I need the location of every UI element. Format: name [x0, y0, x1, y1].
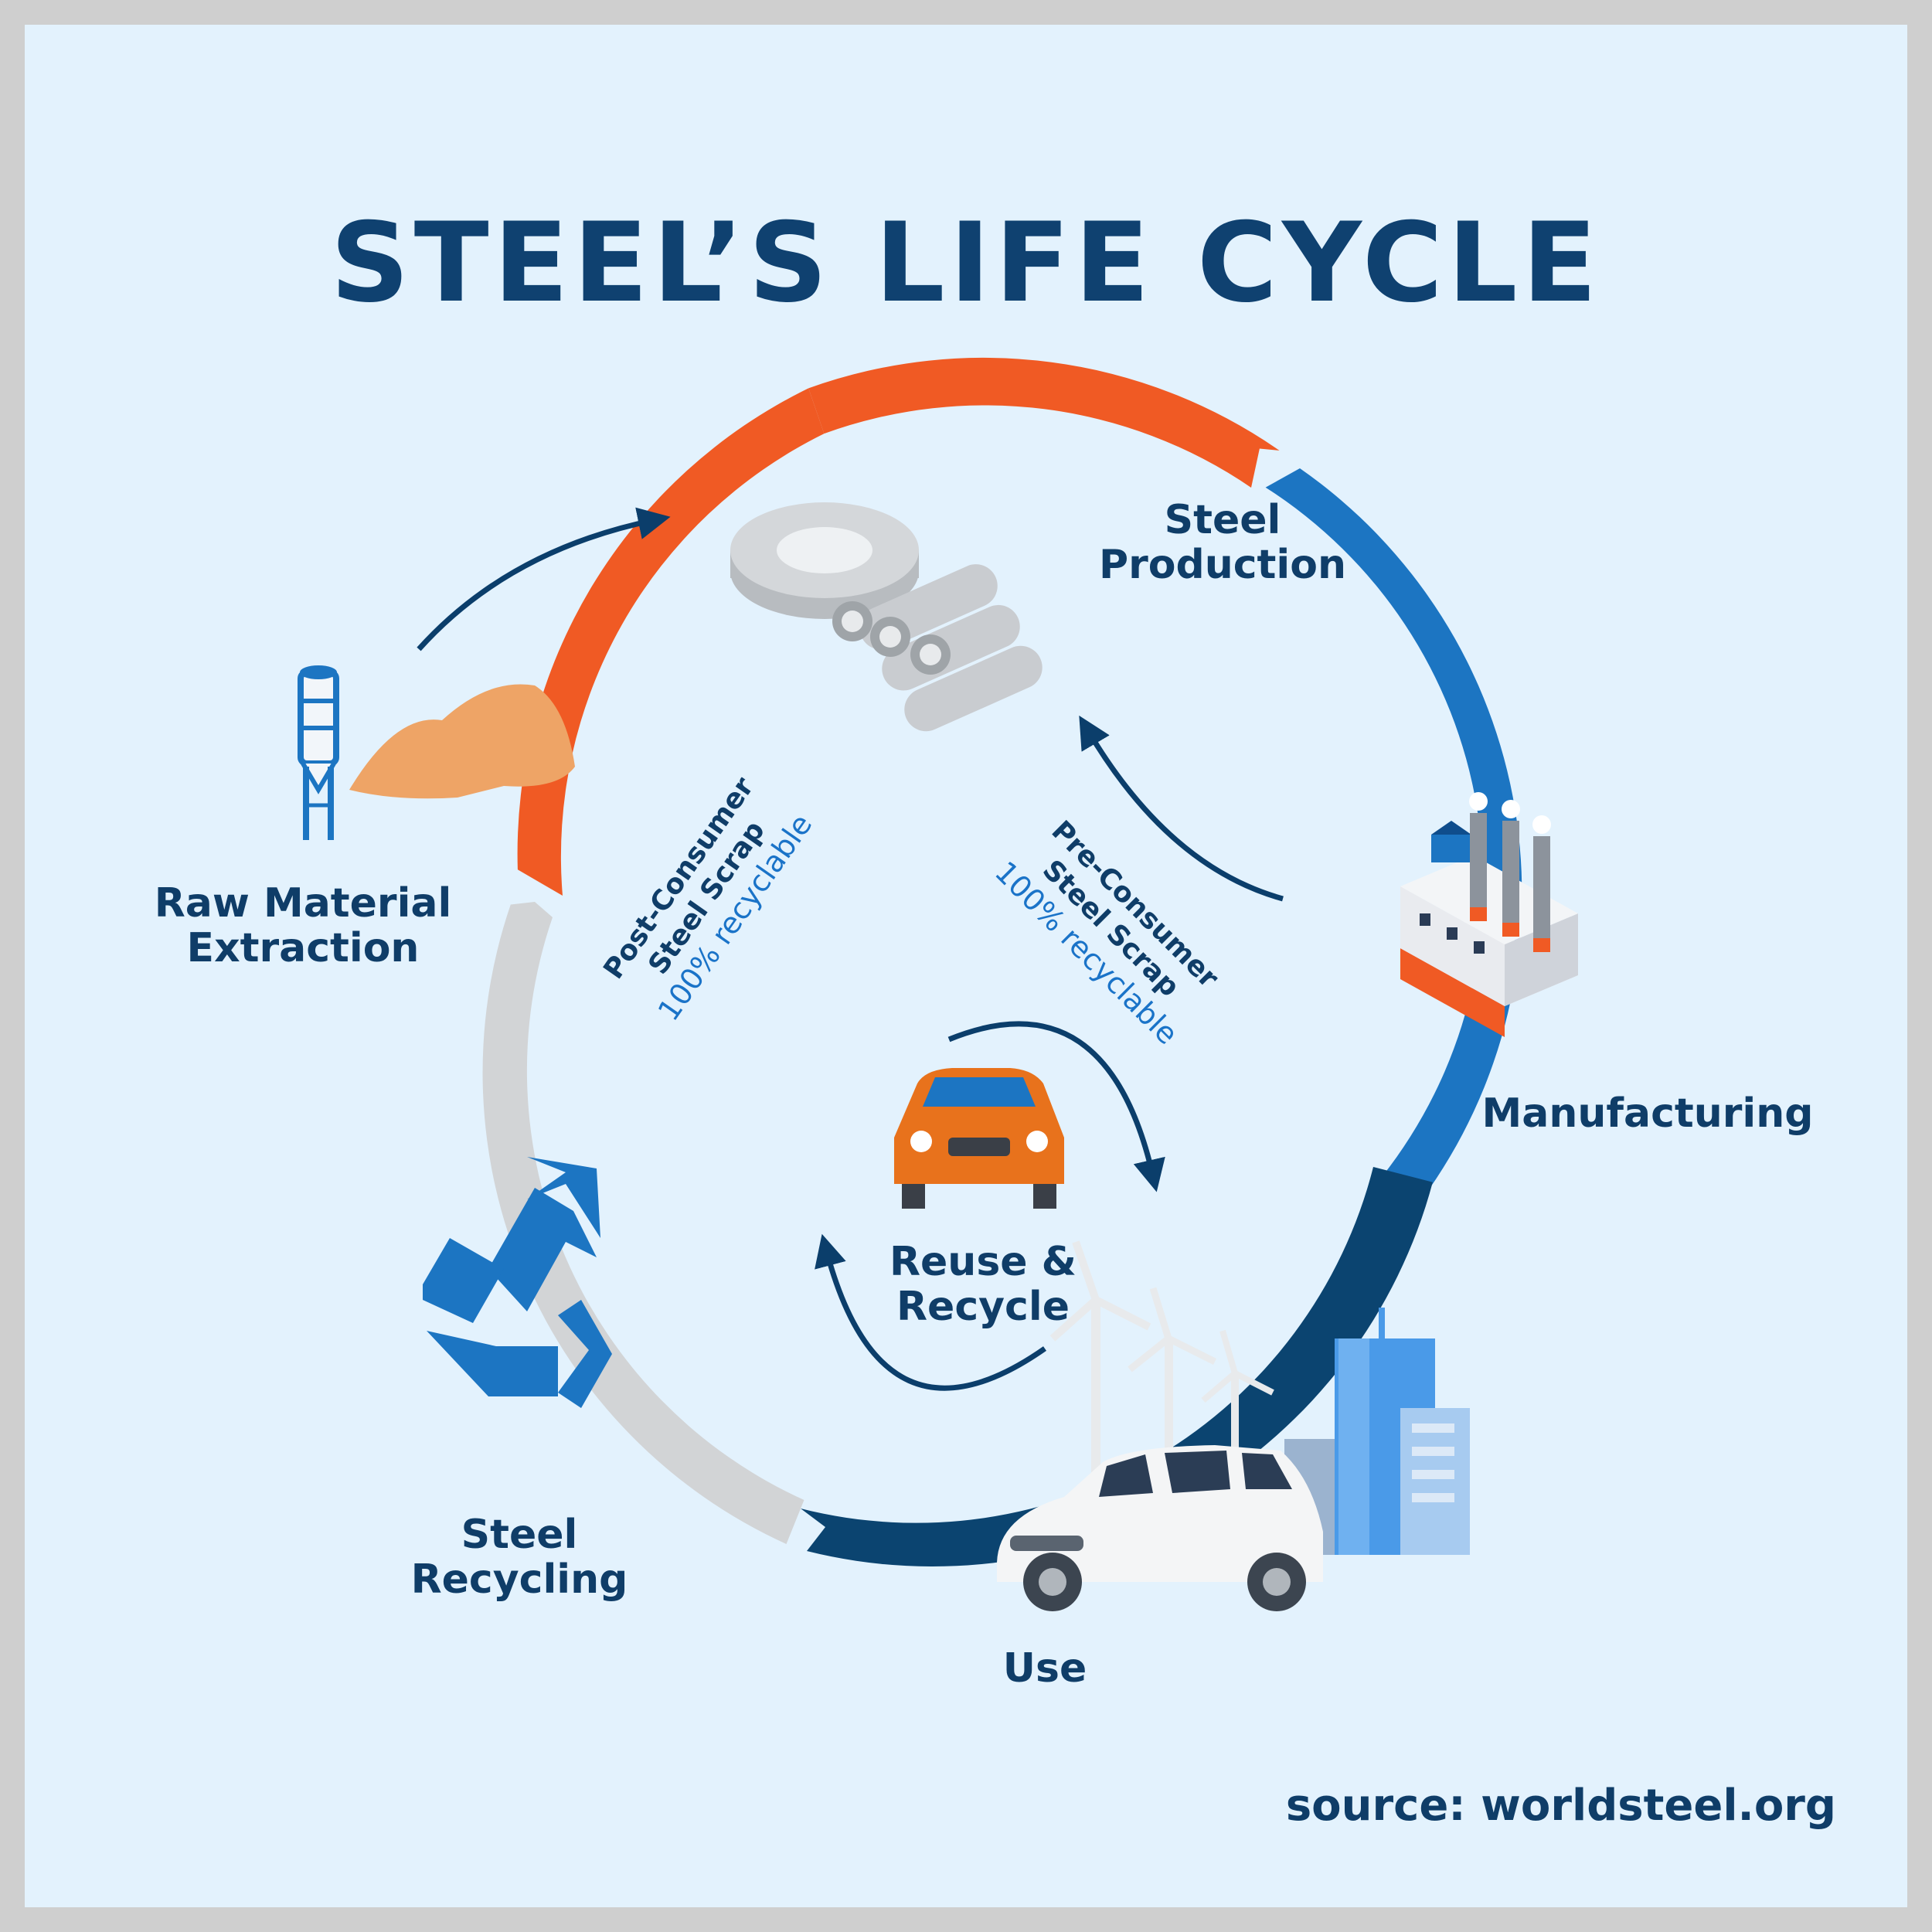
- steel-coil-pipes-icon: [730, 502, 1043, 732]
- reuse-arrow-bottom: [815, 1233, 1047, 1391]
- stage-label-steel-recycling: Steel Recycling: [410, 1512, 628, 1603]
- ring-segment-steel-production-left: [517, 388, 825, 896]
- orange-car-icon: [894, 1068, 1064, 1209]
- city-buildings-icon: [1284, 1308, 1470, 1555]
- factory-icon: [1400, 792, 1578, 1037]
- stage-label-use: Use: [1002, 1645, 1087, 1692]
- recycle-symbol-icon: [423, 1157, 612, 1408]
- stage-label-raw-material-extraction: Raw Material Extraction: [154, 880, 452, 971]
- silo-ore-icon: [298, 665, 575, 840]
- source-credit: source: worldsteel.org: [1285, 1781, 1836, 1831]
- wind-turbines-icon: [1049, 1240, 1274, 1501]
- pre-consumer-arrow: [1079, 715, 1284, 902]
- ring-segment-manufacturing: [1265, 468, 1522, 1200]
- page-title: STEEL’S LIFE CYCLE: [330, 199, 1602, 327]
- ring-segment-steel-production: [808, 357, 1280, 488]
- extraction-to-production-arrow: [417, 507, 671, 651]
- white-car-icon: [997, 1445, 1323, 1611]
- center-label-reuse-recycle: Reuse & Recycle: [889, 1239, 1077, 1330]
- diagram-artwork: [298, 357, 1578, 1611]
- reuse-arrow-top: [947, 1021, 1165, 1192]
- infographic: STEEL’S LIFE CYCLE Steel Production Manu…: [25, 25, 1907, 1907]
- stage-label-manufacturing: Manufacturing: [1481, 1090, 1814, 1137]
- stage-label-steel-production: Steel Production: [1099, 497, 1346, 588]
